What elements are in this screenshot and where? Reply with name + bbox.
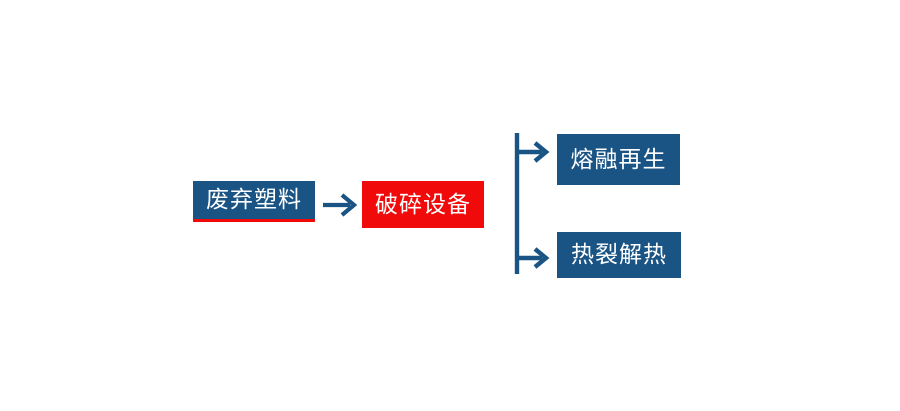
node-waste-plastic-label: 废弃塑料: [206, 186, 302, 212]
arrow-right-icon: [323, 193, 358, 217]
node-crusher[interactable]: 破碎设备: [362, 181, 484, 228]
node-melt-regeneration-label: 熔融再生: [570, 145, 667, 172]
node-pyrolysis-heat[interactable]: 热裂解热: [557, 232, 681, 278]
node-melt-regeneration[interactable]: 熔融再生: [557, 134, 680, 185]
node-crusher-label: 破碎设备: [375, 190, 471, 217]
node-waste-plastic[interactable]: 废弃塑料: [193, 181, 315, 222]
node-pyrolysis-heat-label: 热裂解热: [571, 241, 667, 267]
split-bracket-icon: [514, 133, 550, 274]
